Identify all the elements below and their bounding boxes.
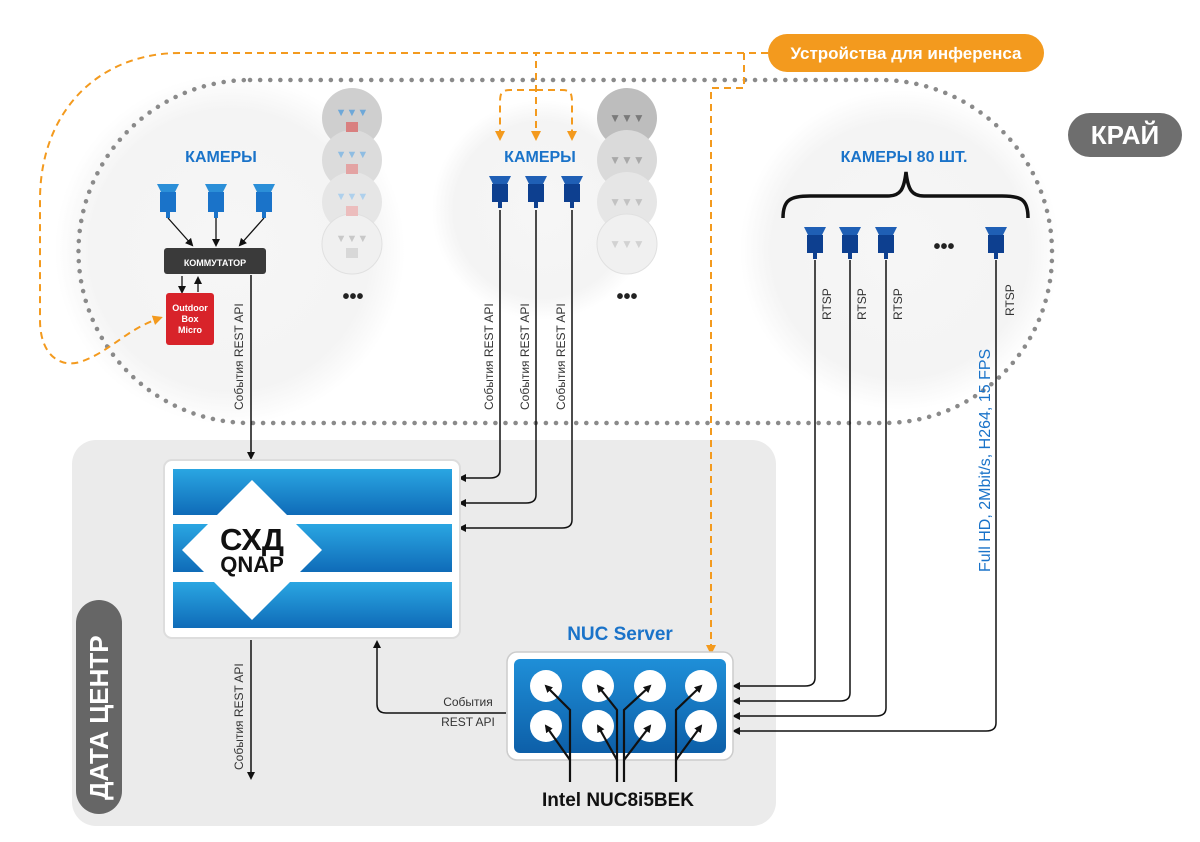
svg-text:▼▼▼: ▼▼▼ [609, 195, 645, 209]
camera-to-switch-lines [167, 217, 265, 247]
edge-zone-right [740, 90, 1060, 410]
svg-text:▼▼▼: ▼▼▼ [336, 233, 369, 245]
datacenter-badge [76, 600, 122, 814]
faded-camera-stack-left: ▼▼▼ ▼▼▼ ▼▼▼ ▼▼▼ [321, 88, 383, 275]
cameras-brace [781, 171, 1030, 219]
edge-boundary [76, 77, 1055, 426]
edge-badge [1068, 113, 1182, 157]
faded-camera-stack-mid: ▼▼▼ ▼▼▼ ▼▼▼ ▼▼▼ [596, 88, 658, 275]
events-label-mid-2: События REST API [518, 303, 532, 410]
rtsp-lines [732, 260, 997, 735]
inference-dashed-lines [39, 52, 768, 655]
rtsp-label-2: RTSP [855, 288, 869, 320]
switch-device-link [178, 276, 202, 294]
events-label-mid-1: События REST API [482, 303, 496, 410]
cameras-right-title: КАМЕРЫ 80 ШТ. [841, 149, 968, 166]
outdoor-box-device [166, 293, 214, 345]
storage-title-line1: СХД [220, 522, 284, 557]
mid-cameras-to-storage-lines [458, 210, 573, 532]
inference-devices-pill [768, 34, 1044, 72]
outdoor-box-line3: Micro [178, 325, 203, 335]
storage-title-line2: QNAP [220, 552, 284, 577]
svg-text:▼▼▼: ▼▼▼ [609, 153, 645, 167]
nuc-model-label: Intel NUC8i5BEK [542, 790, 694, 811]
datacenter-label: ДАТА ЦЕНТР [84, 635, 114, 800]
inference-devices-label: Устройства для инференса [791, 44, 1023, 63]
rtsp-label-3: RTSP [891, 288, 905, 320]
cameras-left-title: КАМЕРЫ [185, 149, 257, 166]
svg-text:▼▼▼: ▼▼▼ [336, 191, 369, 203]
events-label-mid-3: События REST API [554, 303, 568, 410]
svg-text:▼▼▼: ▼▼▼ [336, 149, 369, 161]
svg-text:▼▼▼: ▼▼▼ [336, 107, 369, 119]
events-label-storage-out: События REST API [232, 663, 246, 770]
outdoor-box-line1: Outdoor [172, 303, 208, 313]
outdoor-box-line2: Box [181, 314, 198, 324]
switch-label: КОММУТАТОР [184, 258, 246, 268]
events-label-left: События REST API [232, 303, 246, 410]
rtsp-label-4: RTSP [1003, 284, 1017, 316]
server-icon [506, 651, 734, 761]
nuc-to-storage-line [373, 640, 506, 714]
events-label-nuc-2: REST API [441, 715, 495, 729]
ellipsis-right: ••• [933, 236, 954, 258]
svg-text:▼▼▼: ▼▼▼ [609, 237, 645, 251]
ellipsis-mid: ••• [616, 286, 637, 308]
events-label-nuc-1: События [443, 695, 493, 709]
switch-box [164, 248, 266, 274]
edge-zone-mid [432, 100, 652, 320]
ellipsis-left: ••• [342, 286, 363, 308]
rtsp-label-1: RTSP [820, 288, 834, 320]
stream-spec-label: Full HD, 2Mbit/s, H264, 15 FPS [977, 349, 994, 572]
svg-text:▼▼▼: ▼▼▼ [609, 111, 645, 125]
nuc-unit-arrows [544, 684, 703, 782]
edge-label: КРАЙ [1091, 120, 1159, 150]
nuc-server-title: NUC Server [567, 624, 673, 645]
storage-icon [163, 459, 461, 639]
cameras-mid-title: КАМЕРЫ [504, 149, 576, 166]
